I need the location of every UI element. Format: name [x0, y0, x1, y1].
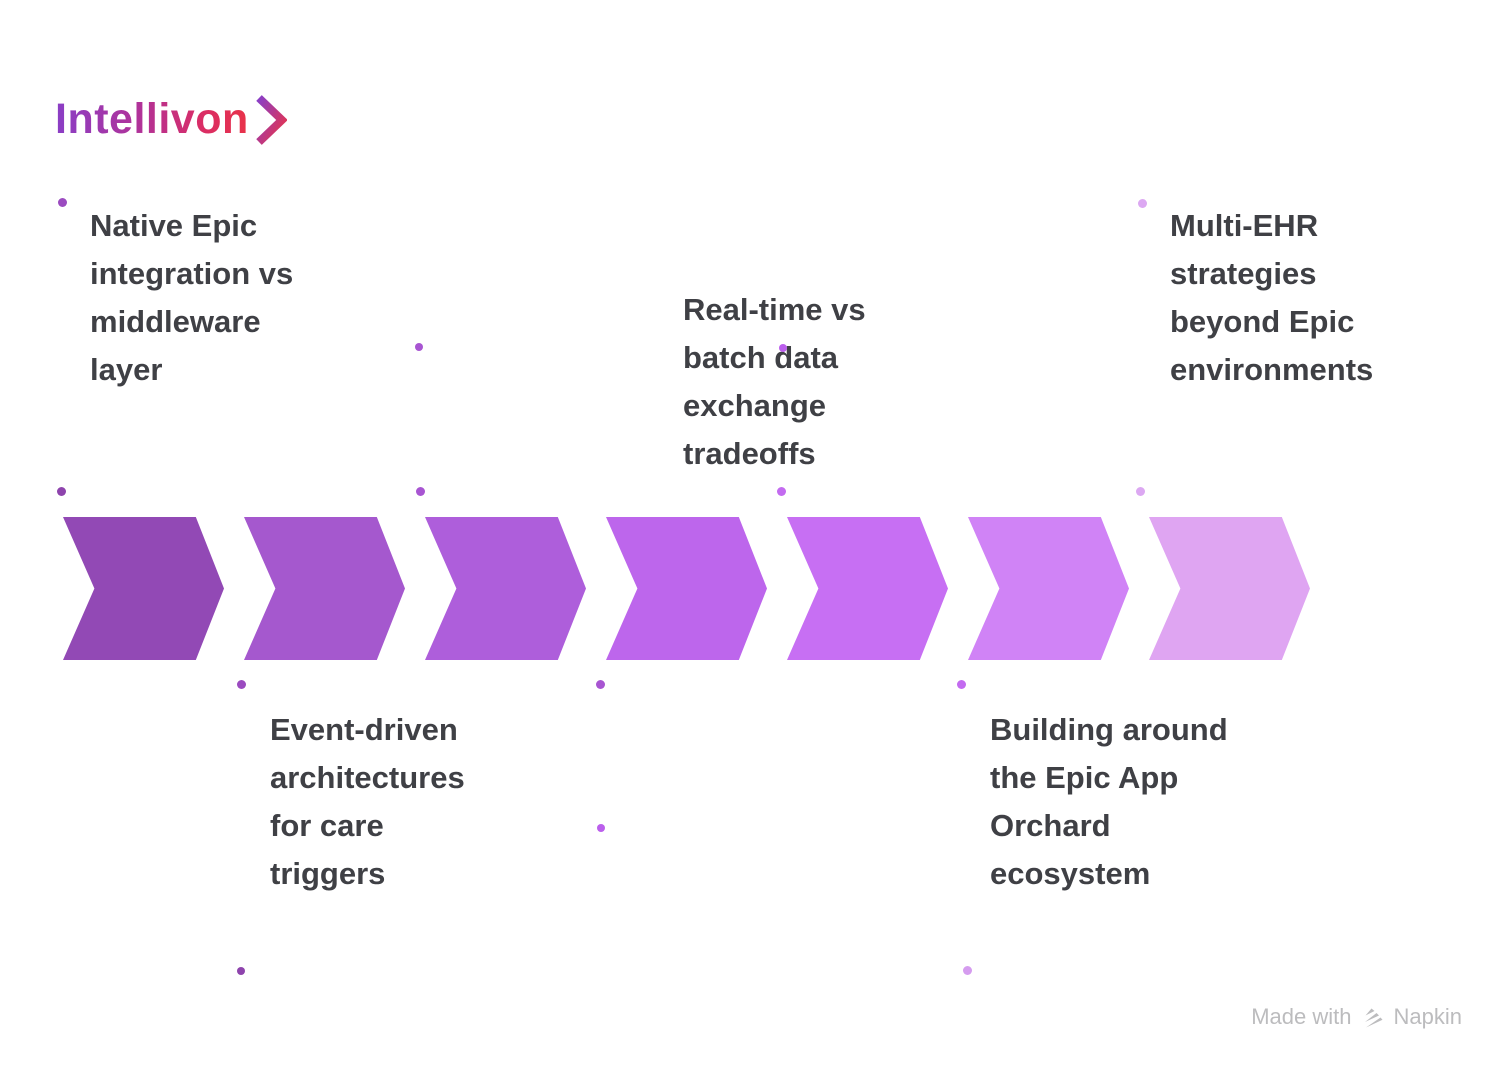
step-label-app-orchard: Building around the Epic App Orchard eco…: [990, 712, 1228, 891]
brand-logo: Intellivon: [55, 92, 287, 146]
decor-dot: [777, 487, 786, 496]
decor-dot: [963, 966, 972, 975]
decor-dot: [779, 344, 787, 352]
napkin-brand-text: Napkin: [1393, 1003, 1462, 1029]
step-label-native-epic: Native Epic integration vs middleware la…: [90, 208, 294, 387]
decor-dot: [237, 680, 246, 689]
brand-chevron-icon: [255, 95, 287, 145]
step-label-event-driven: Event-driven architectures for care trig…: [270, 712, 465, 891]
process-arrow-2: [244, 517, 405, 660]
decor-dot: [415, 343, 423, 351]
decor-dot: [597, 824, 605, 832]
step-label-multi-ehr: Multi-EHR strategies beyond Epic environ…: [1170, 208, 1374, 387]
brand-name: Intellivon: [55, 94, 249, 143]
process-arrow-1: [63, 517, 224, 660]
process-arrow-band: [63, 517, 1310, 660]
napkin-logo-icon: [1364, 1008, 1383, 1028]
made-with-badge: Made with Napkin: [1251, 1003, 1462, 1030]
process-arrow-5: [787, 517, 948, 660]
decor-dot: [237, 967, 245, 975]
decor-dot: [596, 680, 605, 689]
decor-dot: [416, 487, 425, 496]
process-arrow-3: [425, 517, 586, 660]
process-arrow-6: [968, 517, 1129, 660]
step-label-real-time: Real-time vs batch data exchange tradeof…: [683, 292, 866, 471]
made-with-text: Made with: [1251, 1003, 1352, 1029]
decor-dot: [1138, 199, 1147, 208]
decor-dot: [957, 680, 966, 689]
decor-dot: [57, 487, 66, 496]
process-arrow-7: [1149, 517, 1310, 660]
process-arrow-4: [606, 517, 767, 660]
decor-dot: [58, 198, 67, 207]
decor-dot: [1136, 487, 1145, 496]
